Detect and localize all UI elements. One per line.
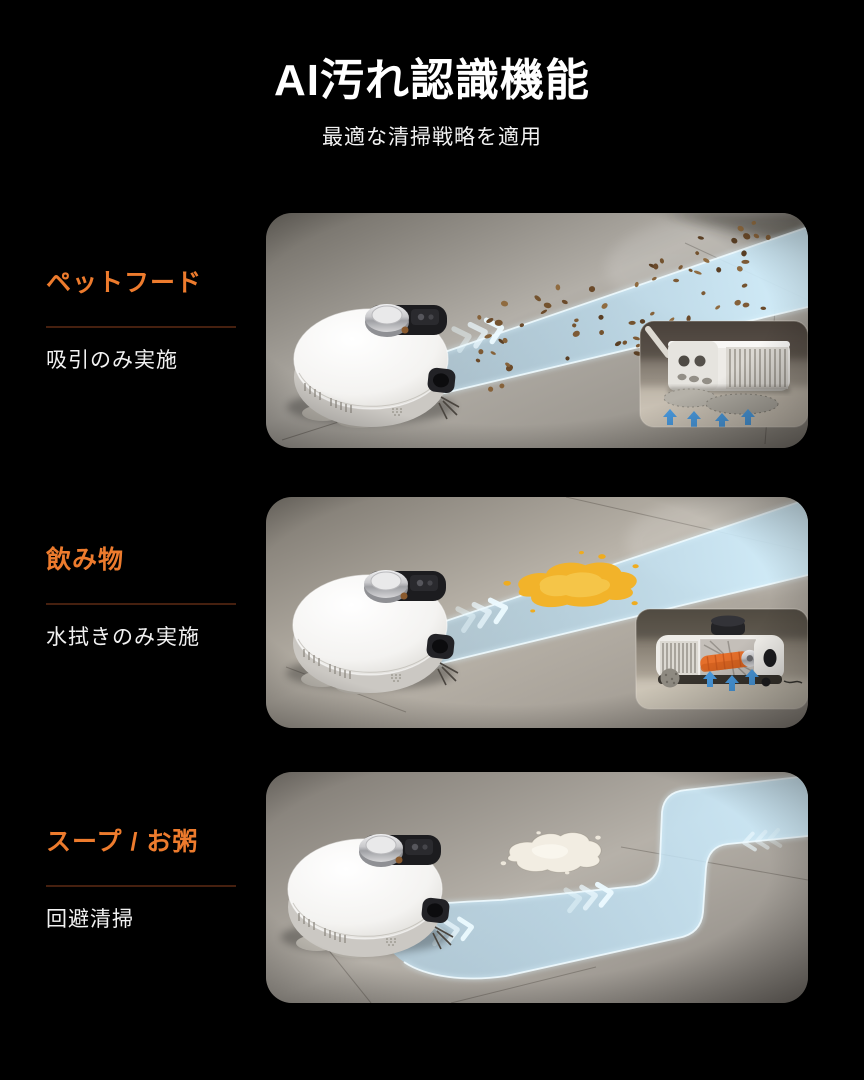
section-description-drink: 水拭きのみ実施 — [46, 626, 200, 649]
section-label-pet-food: ペットフード — [46, 269, 203, 297]
section-drink-labels: 飲み物 水拭きのみ実施 — [46, 545, 262, 651]
section-divider — [46, 885, 236, 887]
section-pet-food-labels: ペットフード 吸引のみ実施 — [46, 268, 262, 374]
section-label-soup: スープ / お粥 — [46, 828, 199, 856]
section-divider — [46, 603, 236, 605]
section-soup-labels: スープ / お粥 回避清掃 — [46, 827, 262, 933]
scene-panel-pet-food — [266, 213, 808, 448]
page-subtitle: 最適な清掃戦略を適用 — [322, 126, 542, 149]
scene-panel-soup — [266, 772, 808, 1003]
section-description-soup: 回避清掃 — [46, 908, 134, 931]
section-label-drink: 飲み物 — [46, 546, 125, 574]
page-title: AI汚れ認識機能 — [274, 56, 590, 105]
section-description-pet-food: 吸引のみ実施 — [46, 349, 178, 372]
section-divider — [46, 326, 236, 328]
scene-panel-drink — [266, 497, 808, 728]
